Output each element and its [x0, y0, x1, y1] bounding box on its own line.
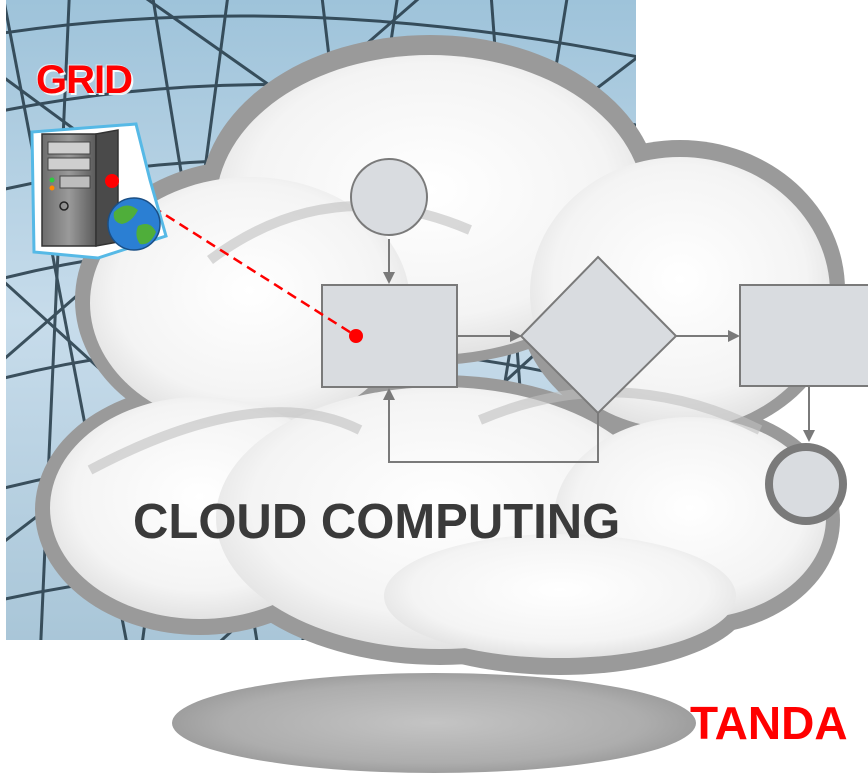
cloud-computing-label: CLOUD COMPUTING [133, 495, 621, 549]
output-node [739, 284, 868, 387]
grid-label: GRID [36, 58, 133, 102]
globe-icon [107, 197, 161, 251]
start-node [350, 158, 428, 236]
server-link-dot [105, 174, 119, 188]
end-node [765, 443, 847, 525]
process-link-dot [349, 329, 363, 343]
server-globe-icon [30, 122, 168, 260]
cloud-shadow [172, 673, 696, 773]
flow-connectors [388, 239, 810, 463]
process-node [321, 284, 458, 388]
server-tower-icon [41, 129, 119, 247]
decision-node [519, 255, 678, 415]
standard-label: TANDA [690, 697, 848, 749]
